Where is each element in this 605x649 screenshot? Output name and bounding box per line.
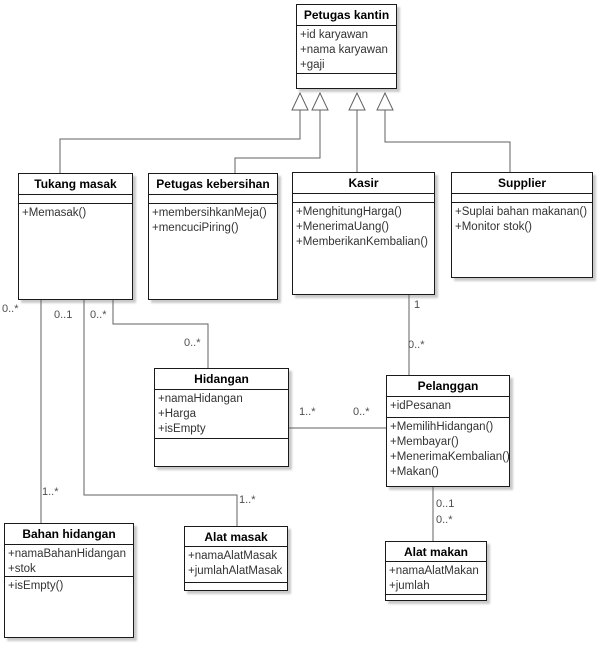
methods-compartment (297, 73, 396, 88)
attribute: +nama karyawan (300, 44, 388, 56)
attribute: +isEmpty (158, 423, 206, 435)
attributes-compartment: +idPesanan (387, 396, 509, 417)
multiplicity-label: 1..* (299, 406, 316, 418)
class-kasir[interactable]: Kasir +MenghitungHarga() +MenerimaUang()… (292, 172, 435, 295)
class-pelanggan[interactable]: Pelanggan +idPesanan +MemilihHidangan() … (386, 375, 510, 487)
method: +Memasak() (22, 207, 87, 219)
method: +MemberikanKembalian() (296, 236, 428, 248)
class-tukang-masak[interactable]: Tukang masak +Memasak() (18, 173, 133, 300)
multiplicity-label: 0..* (90, 309, 107, 321)
method: +MemilihHidangan() (390, 421, 494, 433)
methods-compartment: +Memasak() (19, 203, 132, 299)
class-title: Alat makan (403, 544, 469, 559)
edge-generalization-petugas-kebersihan[interactable] (234, 91, 329, 173)
methods-compartment (155, 438, 288, 466)
class-title: Bahan hidangan (22, 527, 116, 541)
multiplicity-label: 0..* (408, 339, 425, 351)
method: +mencuciPiring() (152, 222, 239, 234)
attributes-compartment: +namaAlatMasak +jumlahAlatMasak (185, 546, 287, 582)
generalization-triangle-icon (348, 91, 366, 111)
methods-compartment: +isEmpty() (5, 576, 133, 637)
attribute: +stok (8, 563, 36, 575)
attributes-compartment (149, 194, 277, 203)
methods-compartment: +membersihkanMeja() +mencuciPiring() (149, 203, 277, 299)
class-petugas-kebersihan[interactable]: Petugas kebersihan +membersihkanMeja() +… (148, 173, 278, 300)
method: +isEmpty() (8, 580, 64, 592)
class-title: Petugas kebersihan (156, 177, 270, 191)
attribute: +namaAlatMasak (188, 550, 278, 562)
multiplicity-label: 0..* (184, 337, 201, 349)
generalization-triangle-icon (311, 91, 329, 111)
attributes-compartment: +namaBahanHidangan +stok (5, 544, 133, 576)
class-title: Supplier (497, 176, 546, 190)
attribute: +id karyawan (300, 29, 369, 41)
multiplicity-label: 1..* (239, 494, 256, 506)
methods-compartment (185, 582, 287, 590)
methods-compartment: +Suplai bahan makanan() +Monitor stok() (452, 202, 592, 277)
generalization-triangle-icon (291, 91, 309, 111)
class-hidangan[interactable]: Hidangan +namaHidangan +Harga +isEmpty (154, 368, 289, 467)
class-alat-masak[interactable]: Alat masak +namaAlatMasak +jumlahAlatMas… (184, 526, 288, 591)
methods-compartment (386, 594, 486, 600)
attributes-compartment (293, 193, 434, 202)
attribute: +jumlah (389, 580, 430, 592)
method: +membersihkanMeja() (152, 207, 267, 219)
attributes-compartment: +namaAlatMakan +jumlah (386, 561, 486, 594)
class-title: Alat masak (204, 529, 268, 544)
methods-compartment: +MenghitungHarga() +MenerimaUang() +Memb… (293, 202, 434, 294)
multiplicity-label: 0..1 (436, 498, 455, 510)
method: +MenghitungHarga() (296, 206, 402, 218)
method: +Membayar() (390, 436, 459, 448)
attribute: +namaAlatMakan (389, 565, 479, 577)
attributes-compartment (452, 193, 592, 202)
method: +MenerimaKembalian() (390, 451, 509, 463)
method: +Makan() (390, 466, 439, 478)
class-title: Petugas kantin (303, 8, 390, 22)
attribute: +namaBahanHidangan (8, 548, 126, 560)
edge-generalization-kasir[interactable] (348, 91, 366, 172)
attribute: +namaHidangan (158, 393, 243, 405)
multiplicity-label: 0..* (353, 406, 370, 418)
multiplicity-label: 0..1 (54, 309, 73, 321)
multiplicity-label: 1..* (42, 486, 59, 498)
class-supplier[interactable]: Supplier +Suplai bahan makanan() +Monito… (451, 172, 593, 278)
class-title: Pelanggan (417, 379, 479, 393)
multiplicity-label: 1 (414, 299, 421, 311)
method: +MenerimaUang() (296, 221, 389, 233)
class-title: Kasir (348, 176, 379, 190)
class-bahan-hidangan[interactable]: Bahan hidangan +namaBahanHidangan +stok … (4, 523, 134, 638)
attribute: +jumlahAlatMasak (188, 565, 283, 577)
class-title: Tukang masak (34, 177, 117, 191)
class-petugas-kantin[interactable]: Petugas kantin +id karyawan +nama karyaw… (296, 4, 397, 89)
edge-tukang-masak-hidangan[interactable] (112, 300, 209, 368)
edge-generalization-tukang-masak[interactable] (59, 91, 309, 173)
generalization-triangle-icon (376, 91, 394, 111)
attribute: +idPesanan (390, 400, 452, 412)
attributes-compartment: +id karyawan +nama karyawan +gaji (297, 25, 396, 73)
class-alat-makan[interactable]: Alat makan +namaAlatMakan +jumlah (385, 541, 487, 601)
class-title: Hidangan (194, 372, 249, 386)
method: +Suplai bahan makanan() (455, 206, 588, 218)
attribute: +Harga (158, 408, 197, 420)
methods-compartment: +MemilihHidangan() +Membayar() +Menerima… (387, 417, 509, 486)
multiplicity-label: 0..* (2, 303, 19, 315)
attributes-compartment (19, 194, 132, 203)
multiplicity-label: 0..* (436, 514, 453, 526)
attribute: +gaji (300, 59, 325, 71)
edge-generalization-supplier[interactable] (376, 91, 511, 172)
attributes-compartment: +namaHidangan +Harga +isEmpty (155, 389, 288, 438)
method: +Monitor stok() (455, 221, 533, 233)
